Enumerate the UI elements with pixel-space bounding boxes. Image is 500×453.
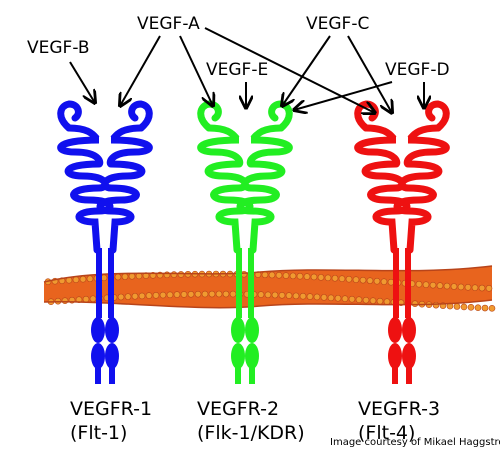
transmembrane-segment bbox=[405, 248, 411, 318]
kinase-domain bbox=[402, 343, 416, 369]
receptor-arm bbox=[197, 100, 222, 132]
cytoplasmic-tail bbox=[109, 366, 115, 384]
cytoplasmic-tail bbox=[95, 366, 101, 384]
label-vegf-d: VEGF-D bbox=[385, 60, 450, 80]
kinase-domain bbox=[388, 343, 402, 369]
receptor-arm bbox=[128, 100, 153, 132]
arrow-vegfa-r2 bbox=[179, 35, 213, 106]
binding-arrows bbox=[69, 27, 424, 113]
receptor-name: VEGFR-2 bbox=[197, 398, 280, 420]
receptor-name: VEGFR-1 bbox=[70, 398, 153, 420]
receptor-alias: (Flt-4) bbox=[358, 421, 416, 444]
kinase-domain bbox=[388, 317, 402, 343]
cytoplasmic-tail bbox=[392, 366, 398, 384]
transmembrane-segment bbox=[96, 248, 102, 318]
label-vegf-e: VEGF-E bbox=[206, 60, 269, 80]
kinase-domain bbox=[91, 343, 105, 369]
receptor-vegfr-2 bbox=[197, 100, 293, 384]
receptor-name: VEGFR-3 bbox=[358, 398, 441, 420]
cytoplasmic-tail bbox=[406, 366, 412, 384]
receptor-ig-domains bbox=[393, 124, 450, 254]
receptor-alias: (Flk-1/KDR) bbox=[197, 421, 305, 444]
receptor-vegfr-3 bbox=[354, 100, 450, 384]
kinase-domain bbox=[231, 317, 245, 343]
receptor-arm bbox=[57, 100, 82, 132]
receptor-label-1: VEGFR-1 (Flt-1) bbox=[70, 398, 152, 446]
receptor-label-3: VEGFR-3 (Flt-4) bbox=[358, 398, 440, 446]
kinase-domain bbox=[231, 343, 245, 369]
receptor-ig-domains bbox=[354, 124, 411, 254]
kinase-domain bbox=[245, 343, 259, 369]
receptor-arm bbox=[268, 100, 293, 132]
receptor-ig-domains bbox=[236, 124, 293, 254]
label-vegf-c: VEGF-C bbox=[306, 14, 370, 34]
receptor-arm bbox=[425, 100, 450, 132]
kinase-domain bbox=[245, 317, 259, 343]
receptor-ig-domains bbox=[57, 124, 114, 254]
receptor-ig-domains bbox=[197, 124, 254, 254]
receptor-label-2: VEGFR-2 (Flk-1/KDR) bbox=[197, 398, 305, 446]
image-credit: Image courtesy of Mikael Haggstrom bbox=[330, 437, 500, 448]
transmembrane-segment bbox=[236, 248, 242, 318]
transmembrane-segment bbox=[248, 248, 254, 318]
arrow-vegfc-r2 bbox=[282, 35, 331, 106]
receptor-arm bbox=[354, 100, 379, 132]
kinase-domain bbox=[105, 343, 119, 369]
receptor-vegfr-1 bbox=[57, 100, 153, 384]
transmembrane-segment bbox=[108, 248, 114, 318]
transmembrane-segment bbox=[393, 248, 399, 318]
receptor-ig-domains bbox=[96, 124, 153, 254]
arrow-vegfc-r3 bbox=[347, 35, 392, 113]
cytoplasmic-tail bbox=[249, 366, 255, 384]
arrow-vegfd-r2 bbox=[294, 81, 393, 110]
cytoplasmic-tail bbox=[235, 366, 241, 384]
kinase-domain bbox=[402, 317, 416, 343]
arrow-vegfb-r1 bbox=[69, 61, 95, 103]
receptor-alias: (Flt-1) bbox=[70, 421, 128, 444]
label-vegf-b: VEGF-B bbox=[27, 38, 90, 58]
kinase-domain bbox=[91, 317, 105, 343]
kinase-domain bbox=[105, 317, 119, 343]
label-vegf-a: VEGF-A bbox=[137, 14, 200, 34]
arrow-vegfa-r3 bbox=[204, 27, 375, 113]
arrow-vegfa-r1 bbox=[120, 35, 161, 106]
